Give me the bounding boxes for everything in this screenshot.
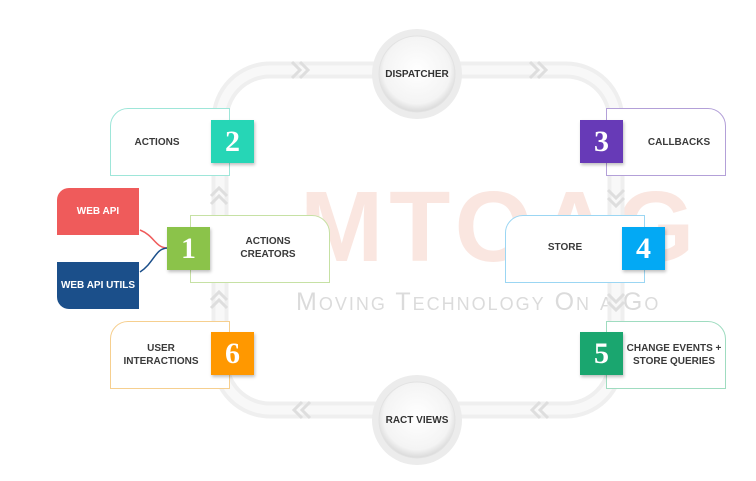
step-1-badge: 1 — [167, 227, 210, 270]
store-label: STORE — [547, 242, 583, 253]
actions-label: ACTIONS — [134, 137, 180, 148]
action-creators-label: ACTIONS CREATORS — [240, 236, 296, 260]
views-hub — [378, 381, 456, 459]
store-card — [505, 215, 645, 283]
web-api-utils-connector — [139, 247, 169, 273]
user-interactions-label: USER INTERACTIONS — [123, 343, 199, 367]
action-creators-card — [190, 215, 330, 283]
user-interactions-card — [110, 321, 230, 389]
web-api-utils-tag: WEB API UTILS — [57, 262, 139, 309]
dispatcher-label: DISPATCHER — [385, 69, 449, 80]
web-api-connector — [139, 229, 169, 249]
change-events-label: CHANGE EVENTS + STORE QUERIES — [626, 343, 722, 367]
direction-chevrons — [209, 60, 626, 420]
watermark-tagline: Moving Technology On a Go — [296, 288, 661, 316]
change-events-card — [606, 321, 726, 389]
step-2-badge: 2 — [211, 120, 254, 163]
callbacks-card — [606, 108, 726, 176]
step-6-badge: 6 — [211, 332, 254, 375]
step-5-badge: 5 — [580, 332, 623, 375]
react-views-label: RACT VIEWS — [385, 415, 449, 426]
actions-card — [110, 108, 230, 176]
dispatcher-hub — [378, 35, 456, 113]
callbacks-label: CALLBACKS — [647, 137, 711, 148]
step-3-badge: 3 — [580, 120, 623, 163]
web-api-tag: WEB API — [57, 188, 139, 235]
step-4-badge: 4 — [622, 227, 665, 270]
